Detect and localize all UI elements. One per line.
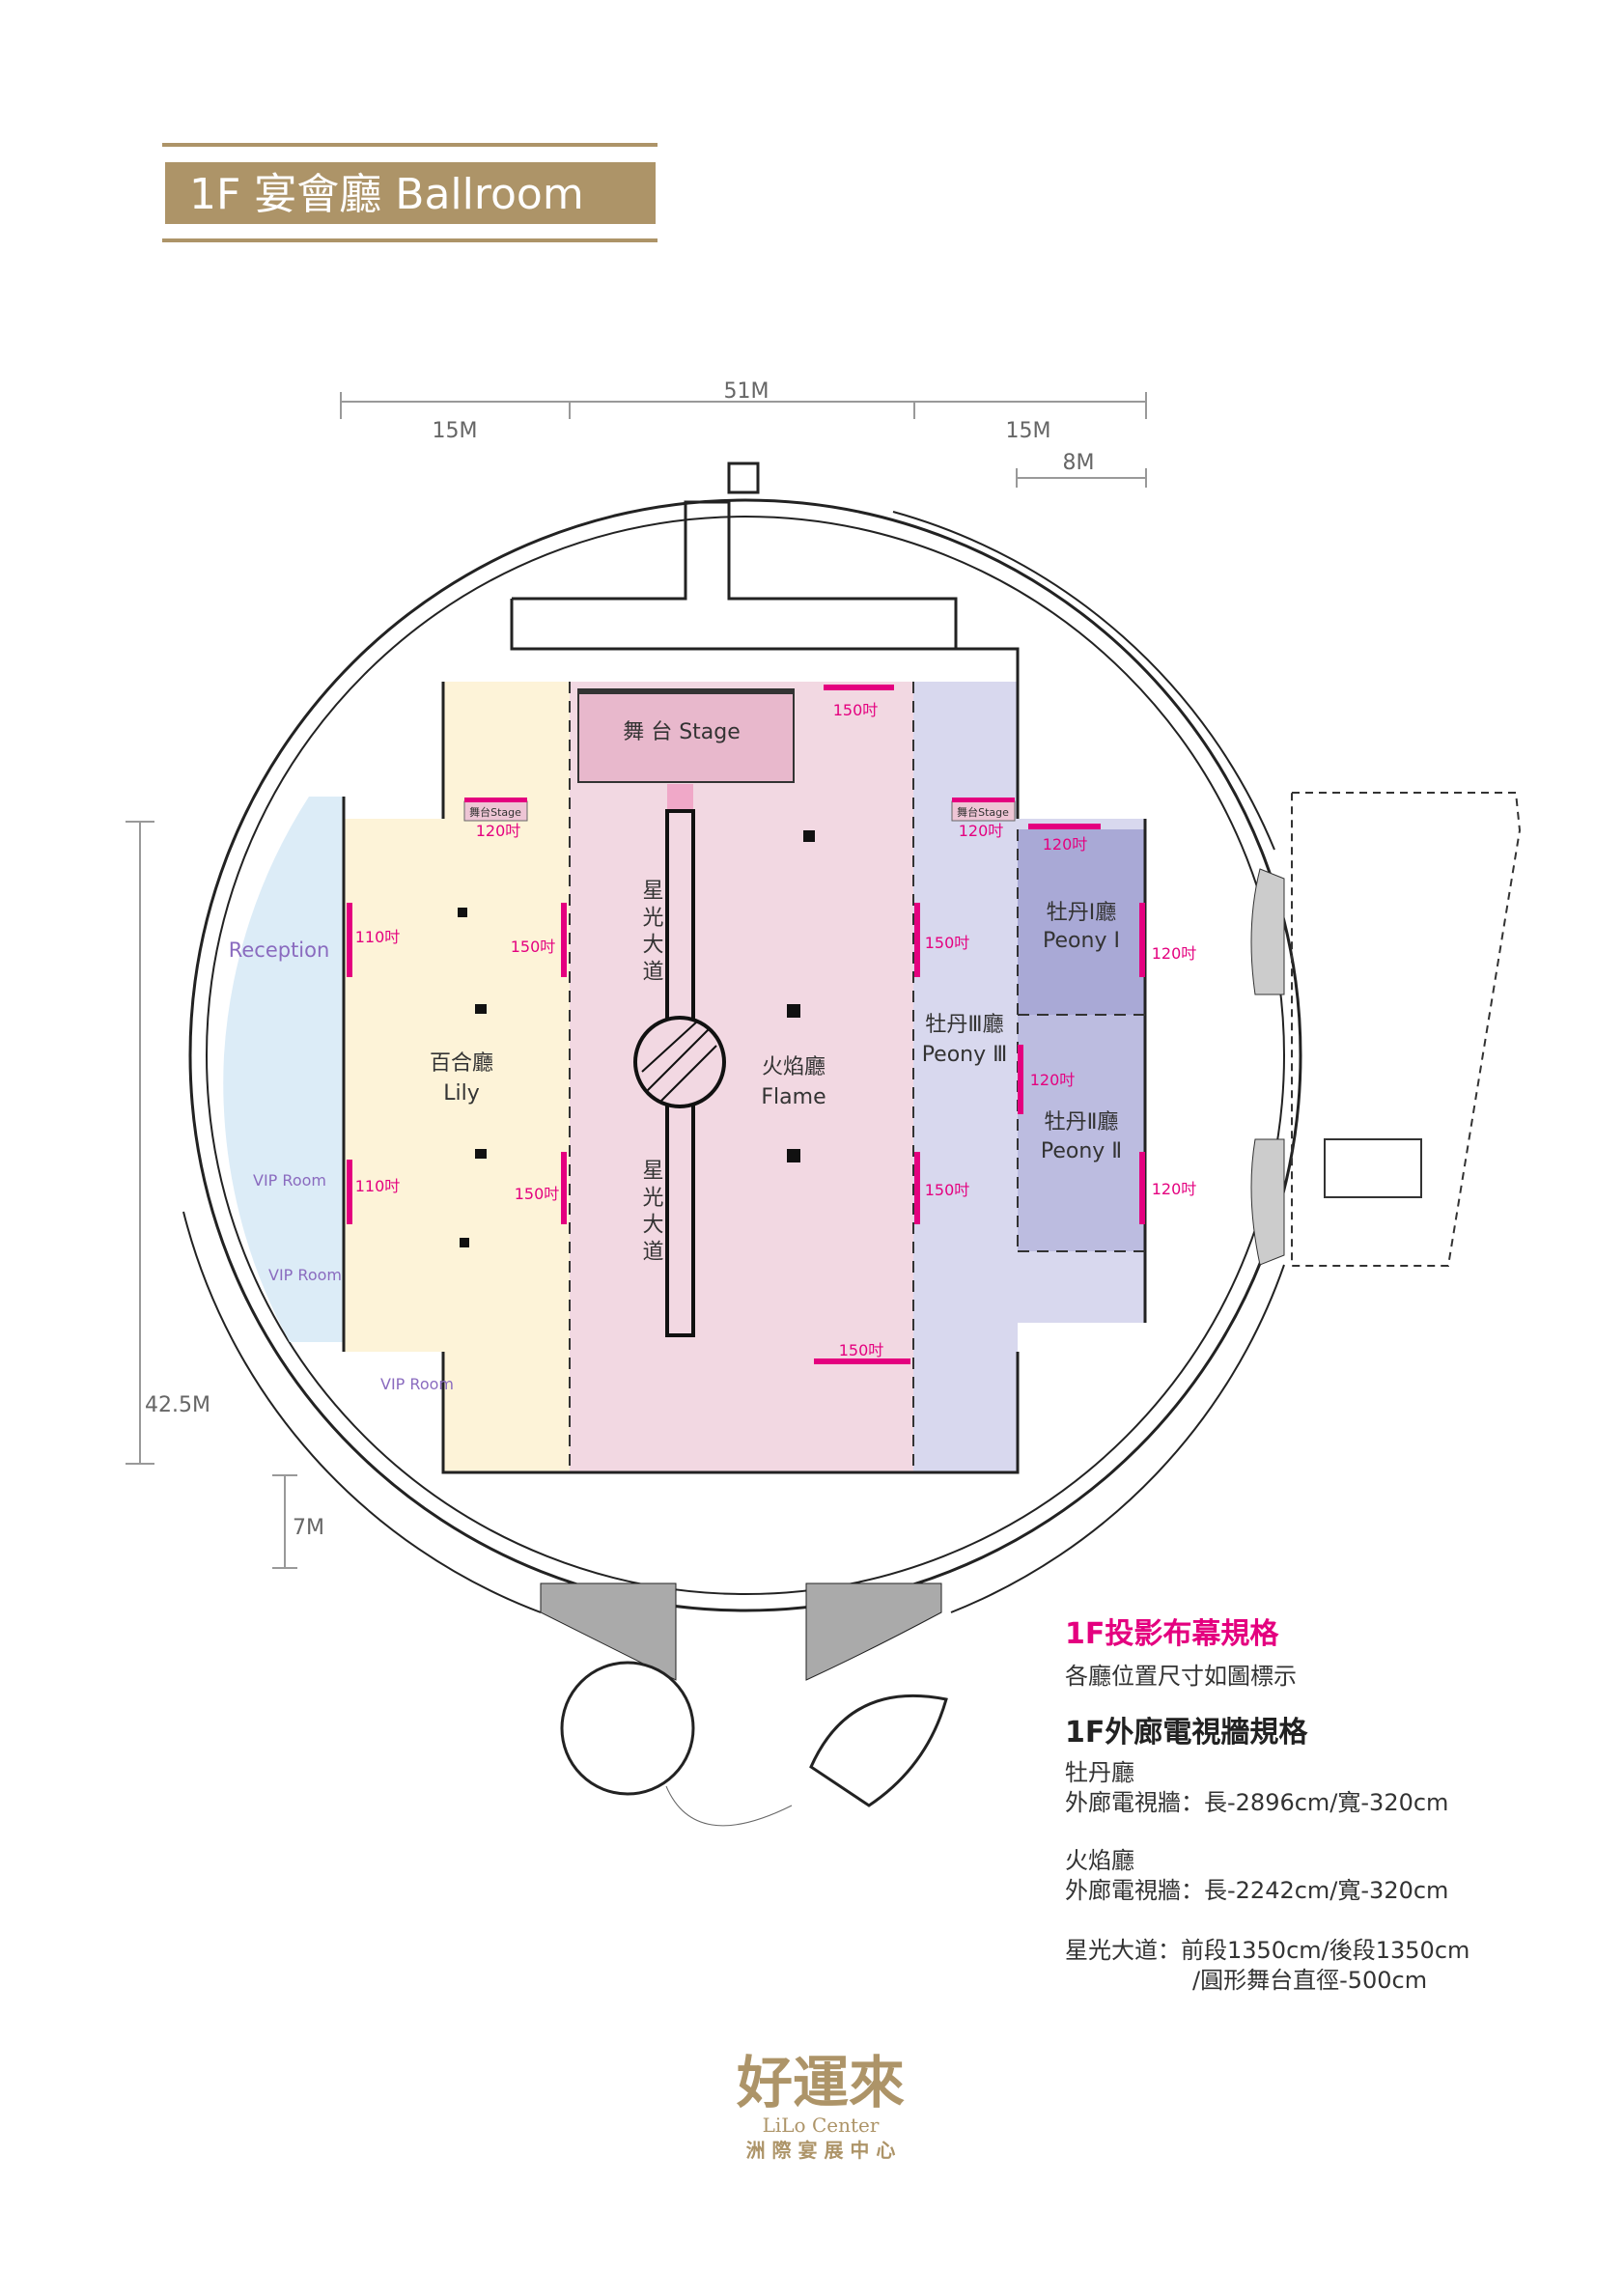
- peony2-name-zh: 牡丹Ⅱ廳: [1045, 1110, 1119, 1134]
- screen-label-peony2-right: 120吋: [1152, 1180, 1197, 1198]
- flame-name-zh: 火焰廳: [762, 1055, 825, 1079]
- stairs-left: [540, 1582, 677, 1681]
- annex-connector-bottom: [1250, 1138, 1285, 1266]
- projection-spec-note: 各廳位置尺寸如圖標示: [1065, 1663, 1297, 1690]
- screen-label-peony3-left-bottom: 150吋: [925, 1181, 970, 1199]
- runway-label-lower: 星光大道: [639, 1159, 664, 1267]
- elevator: [1324, 1138, 1422, 1198]
- screen-peony3-left-top: [914, 903, 920, 977]
- screen-lily-stage: [464, 798, 527, 802]
- room-flame[interactable]: [570, 682, 913, 1472]
- screen-label-lily-left-top: 110吋: [355, 928, 401, 946]
- annex-connector-top: [1250, 868, 1285, 995]
- entrance-canopy: [665, 1785, 793, 1827]
- screen-flame-top: [824, 685, 894, 690]
- reception-area: [223, 797, 344, 1342]
- logo-subtitle: 洲 際 宴 展 中 心: [745, 2139, 896, 2162]
- stage-steps: [667, 784, 693, 811]
- screen-lily-left-top: [347, 903, 352, 977]
- dim-total-width: 51M: [724, 379, 770, 404]
- dim-small-width: 8M: [1063, 451, 1095, 475]
- vip-room-3-label: VIP Room: [380, 1375, 454, 1393]
- screen-peony1-right: [1139, 903, 1145, 977]
- interior-walls: [342, 462, 1147, 1474]
- small-stage-right-label: 舞台Stage: [957, 805, 1009, 819]
- small-stage-left-label: 舞台Stage: [469, 805, 521, 819]
- reception-label: Reception: [229, 938, 330, 962]
- columns: [458, 830, 815, 1247]
- screen-label-peony3-stage: 120吋: [959, 822, 1004, 840]
- flame-name-en: Flame: [761, 1085, 825, 1109]
- screen-bars: [347, 685, 1145, 1364]
- screen-peony3-stage: [952, 798, 1015, 802]
- round-stage[interactable]: [633, 1016, 726, 1108]
- peony3-name-en: Peony Ⅲ: [922, 1043, 1008, 1067]
- dim-corridor: 7M: [293, 1516, 324, 1540]
- peony1-name-en: Peony Ⅰ: [1043, 929, 1120, 953]
- tv-spec-runway-2: /圓形舞台直徑-500cm: [1192, 1967, 1428, 1994]
- logo-name-en: LiLo Center: [762, 2114, 880, 2137]
- screen-label-peony1-top: 120吋: [1043, 835, 1088, 854]
- peony2-name-en: Peony Ⅱ: [1041, 1139, 1122, 1163]
- dim-left-width: 15M: [433, 419, 478, 443]
- annex-area: [1291, 792, 1522, 1267]
- tv-spec-flame-label: 火焰廳: [1065, 1847, 1134, 1874]
- screen-lily-right-top: [561, 903, 567, 977]
- screen-peony2-left: [1018, 1045, 1023, 1114]
- screen-flame-bottom: [814, 1358, 910, 1364]
- lily-name-zh: 百合廳: [430, 1051, 493, 1076]
- dim-right-width: 15M: [1006, 419, 1051, 443]
- title-band: [165, 162, 656, 224]
- room-peony-1[interactable]: [1018, 829, 1145, 1015]
- tv-spec-title: 1F外廊電視牆規格: [1065, 1716, 1308, 1750]
- runway-label-upper: 星光大道: [639, 879, 664, 987]
- screen-lily-right-bottom: [561, 1152, 567, 1224]
- peony1-name-zh: 牡丹Ⅰ廳: [1047, 901, 1117, 925]
- stage-edge: [578, 689, 794, 694]
- screen-peony1-top: [1028, 824, 1101, 829]
- dimension-lines: [126, 392, 1147, 1569]
- peony3-name-zh: 牡丹Ⅲ廳: [925, 1013, 1003, 1037]
- stairs-right: [805, 1582, 942, 1681]
- outer-walls: [182, 498, 1302, 1613]
- page-title: 1F 宴會廳 Ballroom: [189, 170, 584, 219]
- stage-label: 舞 台 Stage: [623, 720, 741, 744]
- main-stage[interactable]: [577, 688, 795, 783]
- screen-label-lily-left-bottom: 110吋: [355, 1177, 401, 1195]
- room-peony-2[interactable]: [1018, 1015, 1145, 1251]
- screen-label-peony2-left: 120吋: [1030, 1071, 1076, 1089]
- stair-tower-right: [809, 1694, 948, 1807]
- tv-spec-peony: 外廊電視牆：長-2896cm/寬-320cm: [1065, 1789, 1449, 1816]
- partition-lines: [569, 682, 1145, 1472]
- vip-room-1-label: VIP Room: [253, 1171, 326, 1190]
- screen-label-lily-stage: 120吋: [476, 822, 521, 840]
- runway-hatching: [641, 1021, 717, 1102]
- dim-height: 42.5M: [145, 1393, 210, 1417]
- projection-spec-title: 1F投影布幕規格: [1065, 1617, 1279, 1651]
- tv-spec-runway-1: 星光大道：前段1350cm/後段1350cm: [1065, 1937, 1470, 1964]
- tv-spec-peony-label: 牡丹廳: [1065, 1759, 1134, 1786]
- logo-name-zh: 好運來: [736, 2050, 905, 2115]
- lily-name-en: Lily: [443, 1081, 480, 1106]
- screen-label-flame-bottom: 150吋: [839, 1341, 884, 1359]
- screen-peony3-left-bottom: [914, 1152, 920, 1224]
- screen-label-peony1-right: 120吋: [1152, 944, 1197, 963]
- screen-label-peony3-left-top: 150吋: [925, 934, 970, 952]
- screen-peony2-right: [1139, 1152, 1145, 1224]
- vip-room-2-label: VIP Room: [268, 1266, 342, 1284]
- room-lily[interactable]: [344, 682, 570, 1472]
- screen-label-lily-right-top: 150吋: [511, 938, 556, 956]
- tv-spec-flame: 外廊電視牆：長-2242cm/寬-320cm: [1065, 1877, 1449, 1904]
- lilo-logo: 好運來 LiLo Center 洲 際 宴 展 中 心: [714, 2052, 927, 2164]
- screen-label-lily-right-bottom: 150吋: [515, 1185, 560, 1203]
- screen-label-flame-top: 150吋: [833, 701, 879, 719]
- screen-lily-left-bottom: [347, 1160, 352, 1224]
- stair-tower-left: [560, 1661, 695, 1796]
